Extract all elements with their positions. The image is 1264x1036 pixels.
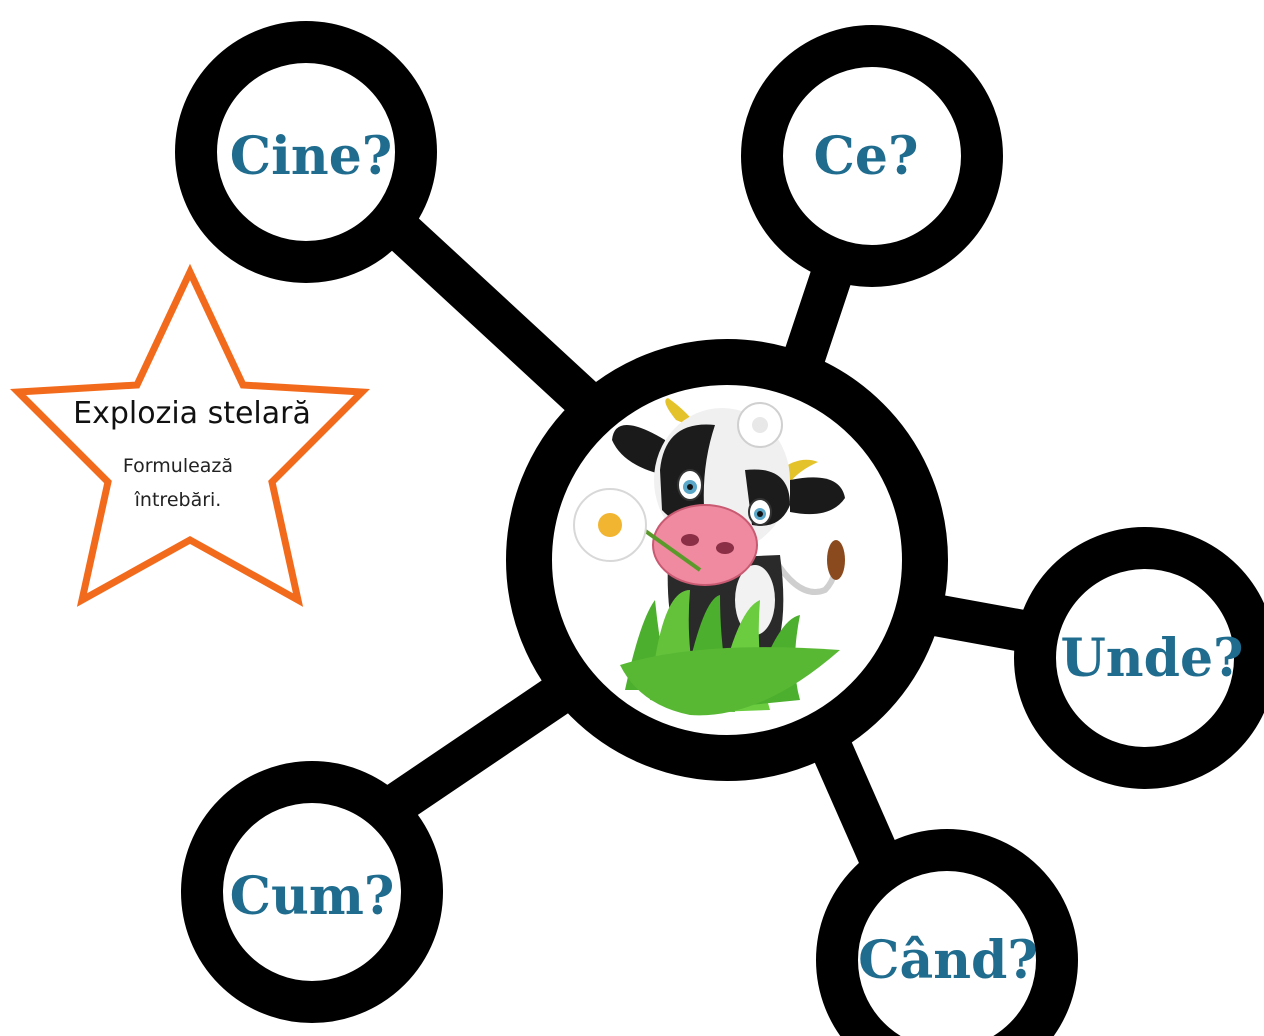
node-unde (1014, 527, 1264, 789)
label-cine: Cine? (230, 126, 393, 187)
node-cum (181, 761, 443, 1023)
node-ce (741, 25, 1003, 287)
connector-cine (380, 209, 605, 421)
connector-cum (383, 672, 577, 823)
node-cine (175, 21, 437, 283)
star-subtitle-line1: Formulează (123, 455, 233, 477)
explosion-star: Explozia stelară Formulează întrebări. (10, 263, 370, 607)
grass-icon (620, 590, 840, 716)
label-cand: Când? (858, 930, 1038, 991)
connectors (380, 209, 1049, 879)
question-nodes (175, 21, 1264, 1036)
star-subtitle-line2: întrebări. (134, 489, 222, 511)
daisy-flower-icon (573, 488, 647, 562)
label-cum: Cum? (230, 866, 395, 927)
node-cand (816, 829, 1078, 1036)
star-title: Explozia stelară (73, 396, 311, 431)
connector-cand (810, 736, 905, 879)
daisy-on-head-icon (737, 402, 783, 448)
label-ce: Ce? (814, 126, 919, 187)
cow-illustration (573, 398, 845, 716)
label-unde: Unde? (1060, 628, 1243, 689)
star-outline (10, 263, 370, 607)
